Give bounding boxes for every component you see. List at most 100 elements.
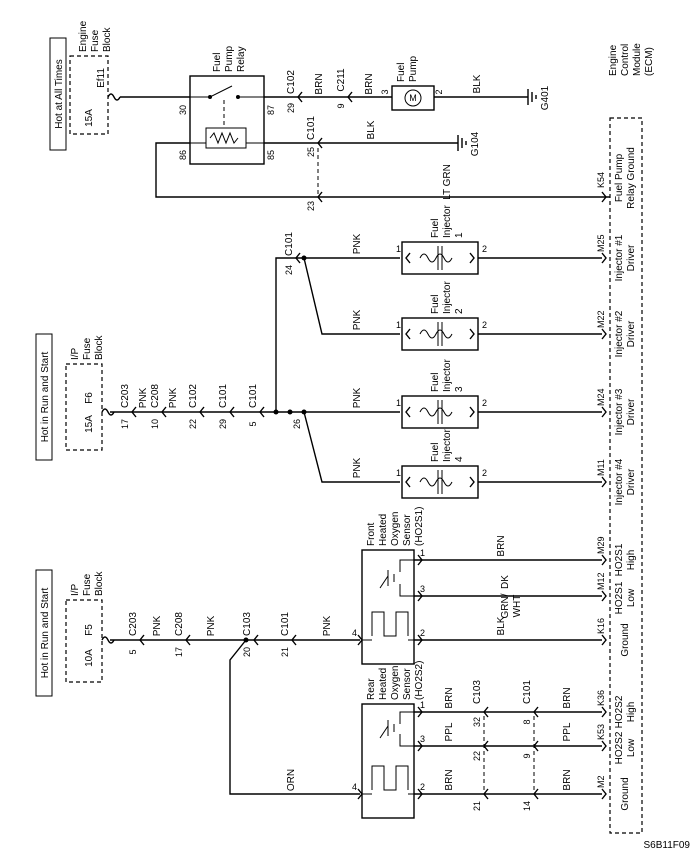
fuel-pump-relay xyxy=(189,75,265,165)
ground-icon xyxy=(527,89,537,105)
sensor-label: Heated xyxy=(378,668,389,700)
wire-color: PNK xyxy=(352,233,363,254)
connector-label: C208 xyxy=(150,384,161,408)
connector-pin: 22 xyxy=(188,419,198,429)
power-block-run-start-2: Hot in Run and Start I/P Fuse Block 10A … xyxy=(35,569,115,697)
sensor-label: Sensor xyxy=(402,514,413,546)
fuse-rating: 15A xyxy=(84,415,95,433)
wire-color: PNK xyxy=(168,387,179,408)
ecm-pin: K54 xyxy=(596,172,606,188)
pin-label: 2 xyxy=(420,782,425,792)
connector-pin: 22 xyxy=(472,751,482,761)
ecm-pin-desc: Injector #2 xyxy=(614,310,625,357)
connector-pin: 23 xyxy=(306,201,316,211)
connector-symbol xyxy=(317,137,323,149)
relay-label: Pump xyxy=(224,45,235,72)
connector-label: C102 xyxy=(188,384,199,408)
fuel-injector-1: Fuel Injector 1 1 2 M25 Injector #1 Driv… xyxy=(396,205,637,282)
fuse-block-label: I/P xyxy=(70,583,81,596)
relay-label: Fuel xyxy=(212,53,223,72)
connector-symbol xyxy=(291,634,297,646)
pump-label: Pump xyxy=(408,55,419,82)
fuse-rating: 10A xyxy=(84,649,95,667)
sensor-label: Front xyxy=(366,522,377,546)
fuse-id: F6 xyxy=(84,392,95,404)
fuse-id: F5 xyxy=(84,624,95,636)
pin-label: 3 xyxy=(380,89,390,94)
fuel-injector-4: Fuel Injector 4 1 2 M11 Injector #4 Driv… xyxy=(396,429,637,506)
ecm-pin-desc: Ground xyxy=(620,777,631,810)
connector-pin: 9 xyxy=(336,103,346,108)
fuse-rating: 15A xyxy=(84,109,95,127)
ecm-pin: M11 xyxy=(596,459,606,476)
ecm-pin: K36 xyxy=(596,690,606,706)
ecm-pin-desc: Fuel Pump xyxy=(614,153,625,202)
pin-label: 1 xyxy=(420,700,425,710)
connector-label: C203 xyxy=(120,384,131,408)
wire-color: LT GRN xyxy=(442,164,453,200)
connector-symbol xyxy=(199,406,205,418)
relay-label: Relay xyxy=(236,46,247,72)
pin-label: 2 xyxy=(482,468,487,478)
injector-label: Injector xyxy=(442,359,453,392)
ground-icon xyxy=(457,135,467,151)
ecm-pin-desc: HO2S1 xyxy=(614,581,625,614)
wire-color: PNK xyxy=(352,387,363,408)
connector-symbol xyxy=(131,406,137,418)
power-block-run-start-1: Hot in Run and Start I/P Fuse Block 15A … xyxy=(35,333,115,461)
connector-pin: 8 xyxy=(522,719,532,724)
injector-feed: 17 C203 PNK 10 C208 PNK 22 C102 29 C101 … xyxy=(110,232,400,483)
connector-pin: 5 xyxy=(248,421,258,426)
ground-label: G401 xyxy=(540,85,551,110)
fuel-pump-circuit: Fuel Pump Relay 30 87 86 85 29 C102 BRN … xyxy=(120,45,610,211)
fuse-block-label: Engine xyxy=(78,20,89,52)
connector-symbol xyxy=(297,91,303,103)
connector-pin: 17 xyxy=(120,419,130,429)
pin-label: 85 xyxy=(266,150,276,160)
wire-color: PPL xyxy=(444,722,455,741)
ecm-pin-desc: Driver xyxy=(626,244,637,271)
power-label-run-start: Hot in Run and Start xyxy=(40,351,51,442)
fuse-block-label: Fuse xyxy=(82,573,93,596)
connector-symbol xyxy=(347,91,353,103)
ecm-pin: M29 xyxy=(596,536,606,554)
injector-label: 2 xyxy=(454,308,465,314)
ecm-pin: K53 xyxy=(596,724,606,740)
ecm-pin: M2 xyxy=(596,775,606,788)
wire-color: ORN xyxy=(286,769,297,791)
pin-label: 4 xyxy=(352,628,357,638)
wire-color: BLK xyxy=(366,120,377,139)
wire-color: PNK xyxy=(206,615,217,636)
ecm-pin-desc: High xyxy=(626,550,637,571)
wire-color: BRN xyxy=(444,769,455,790)
ecm-pin-desc: Injector #4 xyxy=(614,458,625,505)
power-block-always: Hot at All Times Engine Fuse Block 15A E… xyxy=(49,20,121,151)
ecm-label: Engine xyxy=(608,44,619,76)
injector-label: Fuel xyxy=(430,373,441,392)
connector-label: C103 xyxy=(472,680,483,704)
ecm-pin-desc: Relay Ground xyxy=(626,147,637,209)
pump-label: Fuel xyxy=(396,63,407,82)
injector-label: Fuel xyxy=(430,443,441,462)
wire-color: PPL xyxy=(562,722,573,741)
injector-label: Fuel xyxy=(430,219,441,238)
injector-label: 3 xyxy=(454,386,465,392)
pin-label: 2 xyxy=(482,398,487,408)
injector-label: 4 xyxy=(454,456,465,462)
ecm-pin-desc: Injector #3 xyxy=(614,388,625,435)
pin-label: 2 xyxy=(434,89,444,94)
connector-pin: 5 xyxy=(128,649,138,654)
wire-color: BLK xyxy=(496,616,507,635)
connector-pin: 9 xyxy=(522,753,532,758)
fuse-block-label: Block xyxy=(94,335,105,360)
fuel-injector-3: Fuel Injector 3 1 2 M24 Injector #3 Driv… xyxy=(396,359,637,436)
fuse-block-label: I/P xyxy=(70,347,81,360)
injector-label: Injector xyxy=(442,281,453,314)
wire-color: PNK xyxy=(322,615,333,636)
pin-label: 2 xyxy=(420,628,425,638)
wire-color: BRN xyxy=(364,73,375,94)
connector-symbol xyxy=(253,634,259,646)
wire-color: PNK xyxy=(352,457,363,478)
fuse-block-label: Block xyxy=(94,571,105,596)
